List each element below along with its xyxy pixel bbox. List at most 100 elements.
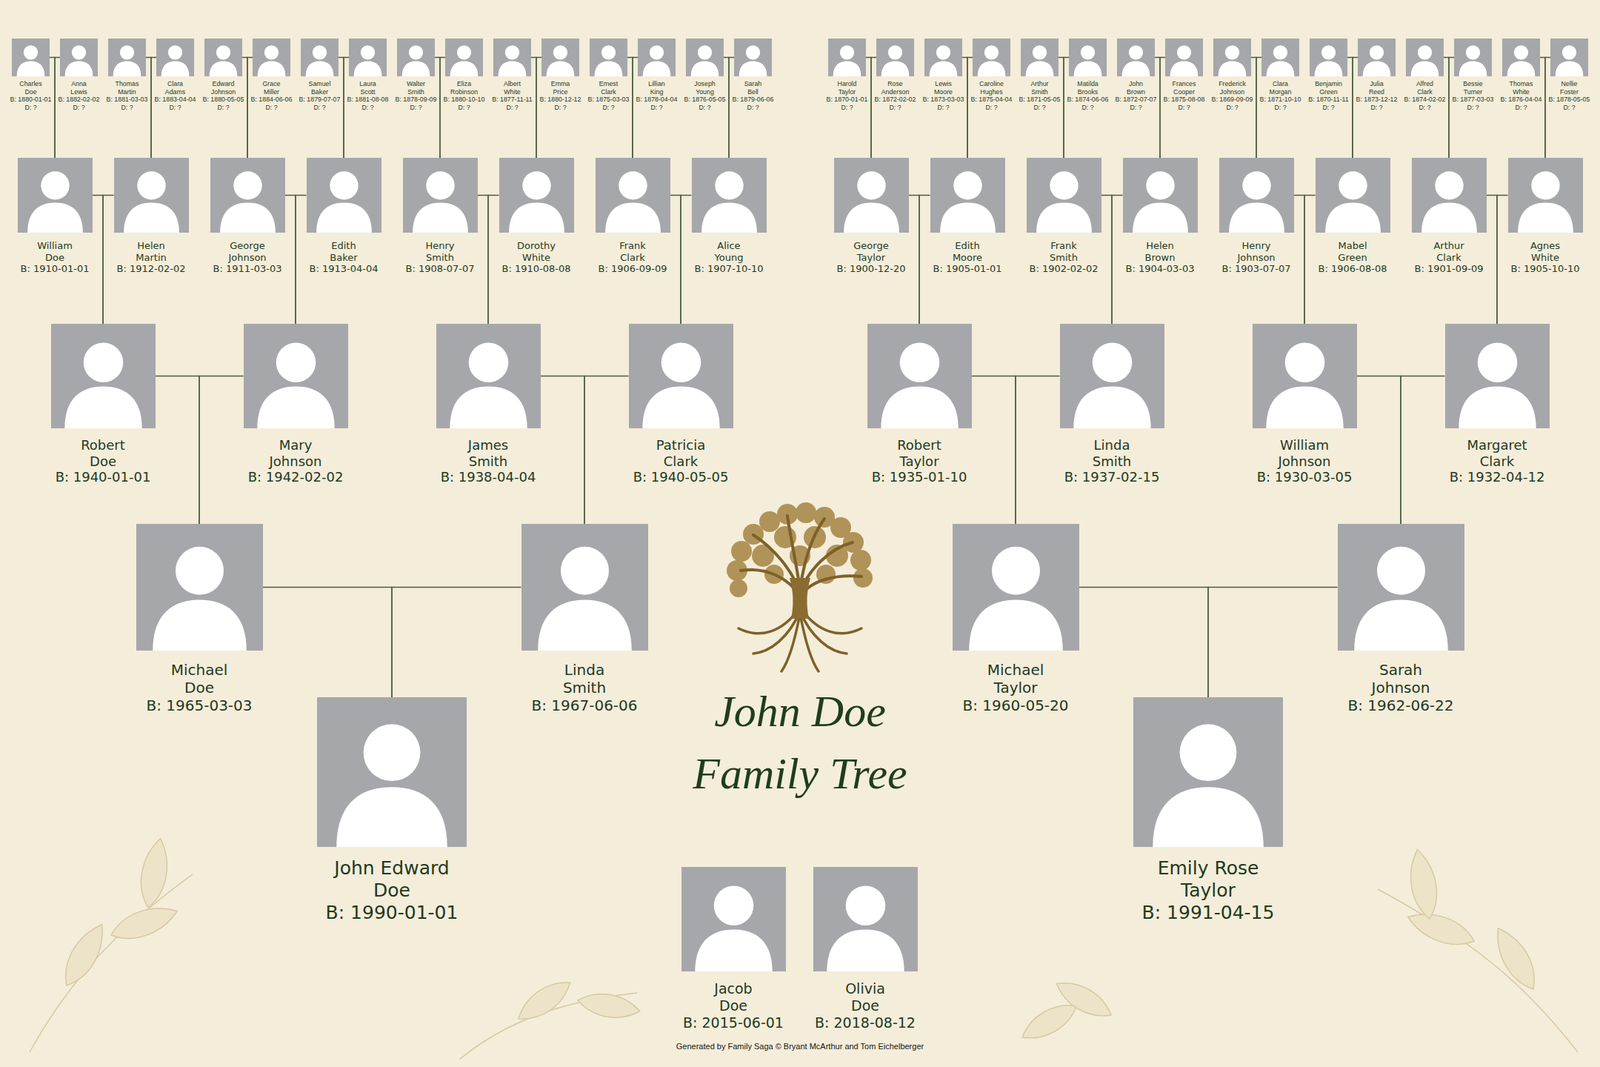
photo-placeholder [60, 38, 98, 77]
silhouette-body [220, 202, 276, 233]
photo-placeholder [210, 157, 286, 233]
person-card: Thomas MartinB: 1881-03-03D: ? [106, 38, 149, 112]
photo-placeholder [17, 157, 93, 233]
leaf-cluster [759, 511, 780, 532]
silhouette [589, 38, 628, 77]
silhouette-body [498, 61, 527, 77]
person-name: Helen Martin [135, 240, 166, 263]
family-connector [1400, 376, 1446, 525]
silhouette-head [1477, 342, 1518, 383]
family-connector [434, 57, 440, 159]
silhouette-head [713, 885, 754, 926]
silhouette-body [826, 929, 904, 972]
person-card: Ernest ClarkB: 1875-03-03D: ? [588, 38, 630, 112]
life-date: B: 1875-08-08 [1163, 95, 1206, 104]
person-name: Arthur Smith [1031, 80, 1049, 96]
person-card: Mabel GreenB: 1906-08-08 [1315, 157, 1391, 275]
silhouette-head [40, 171, 69, 200]
family-connector [536, 57, 542, 159]
person-name: Linda Smith [1092, 437, 1132, 469]
family-connector [908, 195, 920, 325]
silhouette-body [843, 202, 900, 233]
person-card: Alice YoungB: 1907-10-10 [691, 157, 767, 275]
silhouette-body [450, 61, 479, 77]
silhouette [867, 323, 972, 429]
photo-placeholder [637, 38, 676, 77]
silhouette-body [1411, 61, 1440, 77]
silhouette-body [1132, 202, 1189, 233]
photo-placeholder [1261, 38, 1300, 77]
photo-placeholder [156, 38, 195, 77]
photo-placeholder [436, 323, 541, 429]
silhouette-body [1025, 61, 1055, 77]
silhouette-body [412, 202, 469, 233]
silhouette-head [71, 45, 86, 60]
life-date: D: ? [985, 103, 998, 112]
person-card: Samuel BakerB: 1879-07-07D: ? [299, 38, 341, 112]
life-date: D: ? [457, 103, 470, 112]
silhouette [306, 157, 382, 233]
person-name: Olivia Doe [845, 980, 886, 1015]
silhouette [136, 523, 263, 651]
family-connector [1545, 57, 1551, 159]
person-name: Agnes White [1530, 240, 1560, 263]
silhouette-head [649, 45, 664, 60]
life-date: B: 1879-07-07 [299, 95, 341, 104]
family-connector [295, 195, 307, 325]
life-date: B: 1900-12-20 [837, 262, 906, 275]
leaf [1403, 905, 1479, 953]
person-name: George Johnson [228, 240, 266, 263]
silhouette-head [1180, 723, 1238, 781]
person-card: Linda SmithB: 1937-02-15 [1060, 323, 1165, 486]
photo-placeholder [541, 38, 580, 77]
photo-placeholder [734, 38, 772, 77]
silhouette [1309, 38, 1348, 77]
person-card: Thomas WhiteB: 1876-04-04D: ? [1500, 38, 1543, 112]
life-date: D: ? [72, 103, 85, 112]
family-connector [1357, 376, 1402, 525]
person-card: William JohnsonB: 1930-03-05 [1252, 323, 1358, 486]
photo-placeholder [1337, 523, 1465, 651]
life-date: D: ? [650, 103, 663, 112]
life-date: B: 1870-01-01 [826, 95, 869, 104]
silhouette-head [845, 885, 886, 926]
silhouette [1165, 38, 1203, 77]
photo-placeholder [1508, 157, 1583, 233]
person-card: Emily Rose TaylorB: 1991-04-15 [1133, 697, 1283, 924]
silhouette-head [560, 546, 609, 595]
silhouette-head [1080, 45, 1095, 60]
life-date: D: ? [505, 103, 518, 112]
life-date: D: ? [602, 103, 615, 112]
silhouette-body [701, 202, 758, 233]
silhouette-head [1091, 342, 1132, 383]
person-name: Nellie Foster [1560, 80, 1579, 96]
silhouette-body [1152, 786, 1263, 847]
life-date: B: 1990-01-01 [325, 901, 459, 924]
silhouette-body [546, 61, 575, 77]
leaf [575, 988, 642, 1022]
family-connector [49, 57, 55, 159]
person-card: Patricia ClarkB: 1940-05-05 [628, 323, 734, 486]
life-date: D: ? [361, 103, 374, 112]
person-name: Dorothy White [517, 240, 556, 263]
photo-placeholder [1117, 38, 1155, 77]
family-connector [247, 57, 253, 159]
silhouette [1020, 38, 1059, 77]
leaf-stem [1377, 888, 1578, 1052]
silhouette [734, 38, 772, 77]
life-date: D: ? [1562, 103, 1575, 112]
silhouette-head [457, 45, 472, 60]
life-date: B: 1876-04-04 [1500, 95, 1543, 104]
leaf-decoration [29, 836, 1578, 1060]
life-date: D: ? [1225, 103, 1238, 112]
family-connector [865, 57, 872, 159]
leaf [56, 917, 113, 992]
silhouette-head [601, 45, 616, 60]
life-date: B: 1871-10-10 [1260, 95, 1302, 104]
silhouette-body [1170, 61, 1199, 77]
photo-placeholder [681, 866, 786, 972]
silhouette [108, 38, 146, 77]
person-card: Mary JohnsonB: 1942-02-02 [243, 323, 349, 486]
life-date: B: 1906-08-08 [1318, 262, 1388, 275]
